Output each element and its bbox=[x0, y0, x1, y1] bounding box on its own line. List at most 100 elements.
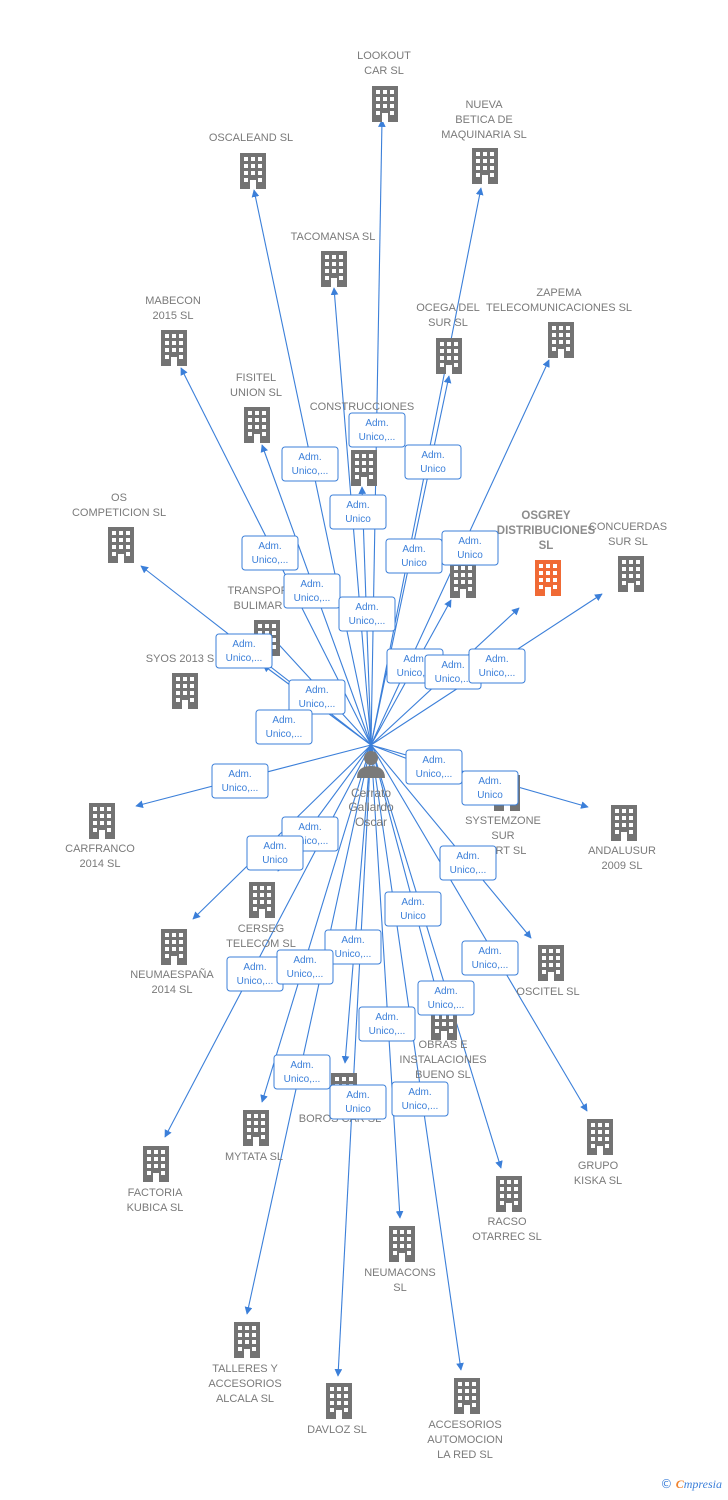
role-badge-text: Unico bbox=[262, 855, 288, 866]
company-name-line: NUEVA bbox=[465, 99, 503, 111]
company-node-oscaleand[interactable]: OSCALEAND SL bbox=[209, 132, 293, 189]
role-badge-text: Adm. bbox=[421, 450, 444, 461]
building-icon bbox=[372, 86, 398, 122]
copyright-symbol: © bbox=[660, 1477, 673, 1491]
role-badge-text: Unico,... bbox=[226, 653, 263, 664]
role-badge-box bbox=[391, 1081, 449, 1117]
role-badge[interactable]: Adm.Unico,... bbox=[276, 949, 334, 985]
company-node-fisitel[interactable]: FISITEL UNION SL bbox=[230, 372, 282, 443]
role-badge-text: Adm. bbox=[408, 1087, 431, 1098]
role-badge[interactable]: Adm.Unico,... bbox=[255, 709, 313, 745]
role-badge-text: Adm. bbox=[346, 1090, 369, 1101]
role-badge[interactable]: Adm.Unico,... bbox=[288, 679, 346, 715]
role-badge-box bbox=[215, 633, 273, 669]
role-badge[interactable]: Adm.Unico bbox=[404, 444, 462, 480]
role-badge-box bbox=[461, 940, 519, 976]
role-badge[interactable]: Adm.Unico,... bbox=[338, 596, 396, 632]
role-badge-text: Adm. bbox=[478, 946, 501, 957]
role-badge-text: Adm. bbox=[402, 544, 425, 555]
role-badge[interactable]: Adm.Unico,... bbox=[348, 412, 406, 448]
role-badge-text: Adm. bbox=[243, 962, 266, 973]
company-name-line: ACCESORIOS bbox=[208, 1378, 281, 1390]
role-badge-text: Unico,... bbox=[472, 960, 509, 971]
role-badge[interactable]: Adm.Unico,... bbox=[283, 573, 341, 609]
role-badge[interactable]: Adm.Unico,... bbox=[273, 1054, 331, 1090]
role-badge[interactable]: Adm.Unico,... bbox=[424, 654, 482, 690]
person-name-line-1: Cerrato bbox=[351, 786, 391, 800]
role-badge[interactable]: Adm.Unico bbox=[385, 538, 443, 574]
company-node-oscitel[interactable]: OSCITEL SL bbox=[516, 945, 580, 998]
company-node-davloz[interactable]: DAVLOZ SL bbox=[307, 1383, 367, 1436]
role-badge-text: Adm. bbox=[298, 452, 321, 463]
company-name-line: ACCESORIOS bbox=[428, 1419, 501, 1431]
edge-neumacons bbox=[370, 744, 404, 1219]
edge-talleres bbox=[244, 744, 372, 1315]
role-badge[interactable]: Adm.Unico,... bbox=[468, 648, 526, 684]
building-icon bbox=[389, 1226, 415, 1262]
building-icon bbox=[618, 556, 644, 592]
company-name-line: FISITEL bbox=[236, 372, 276, 384]
building-icon bbox=[548, 322, 574, 358]
company-name-line: AUTOMOCION bbox=[427, 1434, 503, 1446]
role-badge[interactable]: Adm.Unico,... bbox=[324, 929, 382, 965]
role-badge-text: Unico,... bbox=[299, 699, 336, 710]
role-badge[interactable]: Adm.Unico,... bbox=[391, 1081, 449, 1117]
role-badge[interactable]: Adm.Unico,... bbox=[439, 845, 497, 881]
company-node-tacomansa[interactable]: TACOMANSA SL bbox=[291, 231, 376, 287]
role-badge-text: Adm. bbox=[478, 776, 501, 787]
role-badge[interactable]: Adm. Unico bbox=[329, 1084, 387, 1120]
role-badge-box bbox=[281, 446, 339, 482]
company-name-line: CARFRANCO bbox=[65, 843, 135, 855]
role-badge[interactable]: Adm.Unico bbox=[441, 530, 499, 566]
role-badge[interactable]: Adm.Unico,... bbox=[241, 535, 299, 571]
role-badge[interactable]: Adm.Unico bbox=[461, 770, 519, 806]
role-badge[interactable]: Adm.Unico bbox=[384, 891, 442, 927]
role-badge[interactable]: Adm.Unico,... bbox=[417, 980, 475, 1016]
role-badge-text: Unico,... bbox=[359, 432, 396, 443]
center-person[interactable]: Cerrato Gallardo Oscar bbox=[348, 751, 394, 829]
company-name-line: KUBICA SL bbox=[127, 1202, 184, 1214]
role-badge-box bbox=[329, 1084, 387, 1120]
role-badge[interactable]: Adm.Unico,... bbox=[358, 1006, 416, 1042]
role-badge-text: Unico,... bbox=[292, 466, 329, 477]
company-node-syos[interactable]: SYOS 2013 S bbox=[146, 653, 215, 709]
role-badge-text: Adm. bbox=[485, 654, 508, 665]
role-badge-text: Adm. bbox=[232, 639, 255, 650]
role-badge-text: Adm. bbox=[346, 500, 369, 511]
role-badge[interactable]: Adm. Unico,... bbox=[281, 446, 339, 482]
role-badge[interactable]: Adm.Unico,... bbox=[211, 763, 269, 799]
role-badge[interactable]: Adm.Unico bbox=[246, 835, 304, 871]
company-name-line: UNION SL bbox=[230, 387, 282, 399]
role-badge[interactable]: Adm. Unico,... bbox=[215, 633, 273, 669]
role-badge[interactable]: Adm.Unico bbox=[329, 494, 387, 530]
role-badge[interactable]: Adm. Unico,... bbox=[461, 940, 519, 976]
role-badge-text: Unico bbox=[345, 1104, 371, 1115]
role-badge[interactable]: Adm.Unico,... bbox=[226, 956, 284, 992]
building-icon bbox=[535, 560, 561, 596]
role-badge[interactable]: Adm.Unico,... bbox=[405, 749, 463, 785]
company-node-mytata[interactable]: MYTATA SL bbox=[225, 1110, 283, 1163]
company-name-line: SYSTEMZONE bbox=[465, 815, 541, 827]
footer-brand[interactable]: © Cmpresia bbox=[660, 1477, 722, 1492]
